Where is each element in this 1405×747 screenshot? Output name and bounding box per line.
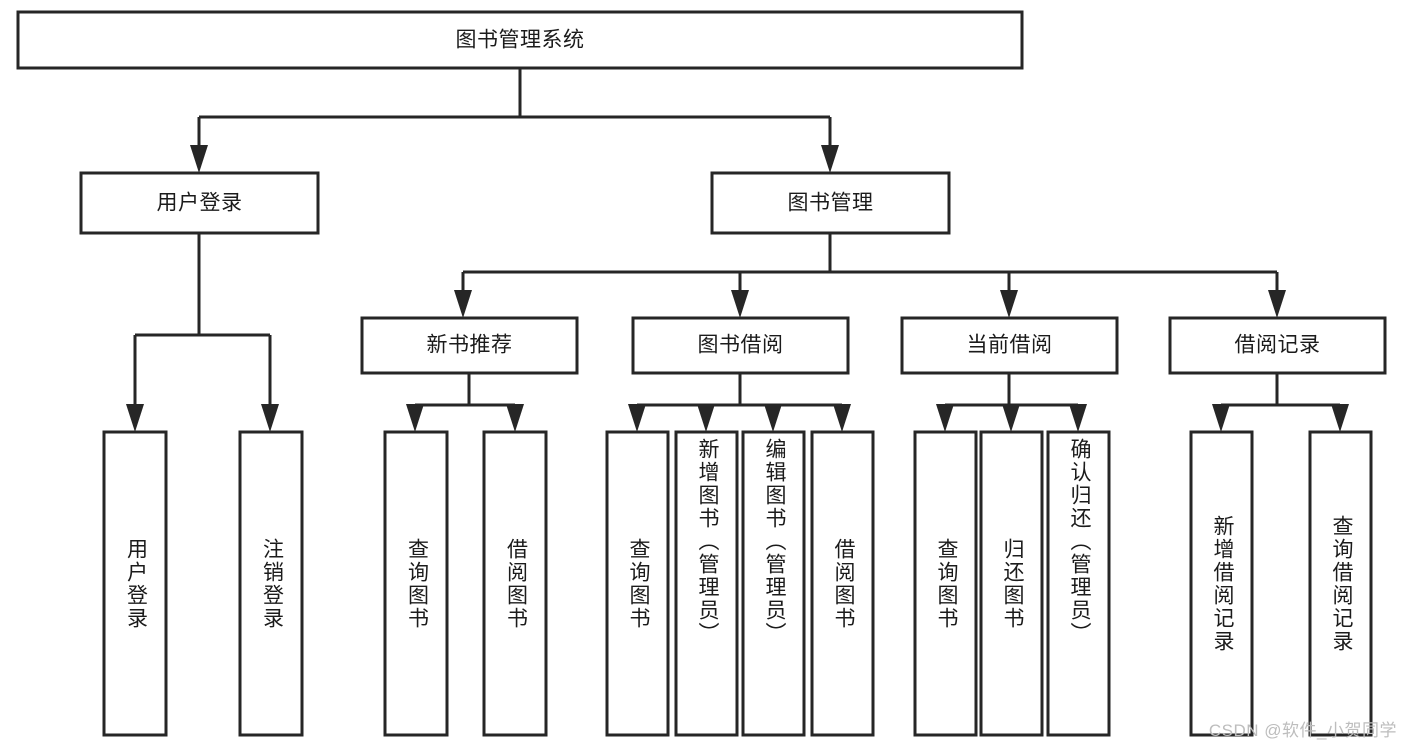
node-box-leaf-user-login-2[interactable] [238,430,304,737]
node-box-user-login[interactable] [79,171,320,235]
arrow-current-borrow-l2 [1002,404,1020,432]
arrow-current-borrow-l3 [1069,404,1087,432]
arrow-book-borrow-l1 [628,404,646,432]
node-box-leaf-current-borrow-3[interactable] [1046,430,1111,737]
watermark-text: CSDN @软件_小贺同学 [1208,721,1397,740]
arrow-borrow-record-l2 [1331,404,1349,432]
node-box-book-management[interactable] [710,171,951,235]
arrow-book-borrow-l3 [764,404,782,432]
node-label-current-borrow: 当前借阅 [967,334,1053,357]
arrow-book-borrow-l2 [697,404,715,432]
node-box-leaf-new-book-1[interactable] [383,430,449,737]
node-box-leaf-current-borrow-2[interactable] [979,430,1044,737]
arrow-current-borrow-l1 [936,404,954,432]
arrow-to-book-borrow [731,290,749,318]
node-box-leaf-borrow-record-2[interactable] [1308,430,1373,737]
node-label-root: 图书管理系统 [456,29,585,52]
node-box-current-borrow[interactable] [900,316,1119,375]
arrow-user-login-l2 [261,404,279,432]
node-box-borrow-record[interactable] [1168,316,1387,375]
arrow-to-new-book [454,290,472,318]
arrow-to-user-login [190,145,208,173]
node-box-leaf-book-borrow-1[interactable] [605,430,670,737]
node-label-book-management: 图书管理 [788,192,874,215]
node-label-borrow-record: 借阅记录 [1235,334,1321,357]
arrow-to-book-mgmt [821,145,839,173]
arrow-to-current-borrow [1000,290,1018,318]
node-box-leaf-current-borrow-1[interactable] [913,430,978,737]
node-box-root[interactable] [16,10,1024,70]
arrow-new-book-l1 [406,404,424,432]
node-label-book-borrow: 图书借阅 [698,334,784,357]
arrow-book-borrow-l4 [833,404,851,432]
node-label-new-book-recommend: 新书推荐 [427,334,513,357]
node-layer: 图书管理系统 用户登录 图书管理 新书推荐 图书借阅 当前借阅 借阅记录 [16,10,1387,737]
node-box-book-borrow[interactable] [631,316,850,375]
node-box-leaf-new-book-2[interactable] [482,430,548,737]
node-box-new-book-recommend[interactable] [360,316,579,375]
node-box-leaf-user-login-1[interactable] [102,430,168,737]
arrow-to-borrow-record [1268,290,1286,318]
arrow-borrow-record-l1 [1212,404,1230,432]
node-box-leaf-book-borrow-2[interactable] [674,430,739,737]
node-label-user-login: 用户登录 [157,192,243,215]
arrow-user-login-l1 [126,404,144,432]
node-box-leaf-borrow-record-1[interactable] [1189,430,1254,737]
node-box-leaf-book-borrow-4[interactable] [810,430,875,737]
arrow-new-book-l2 [506,404,524,432]
connector-layer [126,68,1349,432]
node-box-leaf-book-borrow-3[interactable] [741,430,806,737]
